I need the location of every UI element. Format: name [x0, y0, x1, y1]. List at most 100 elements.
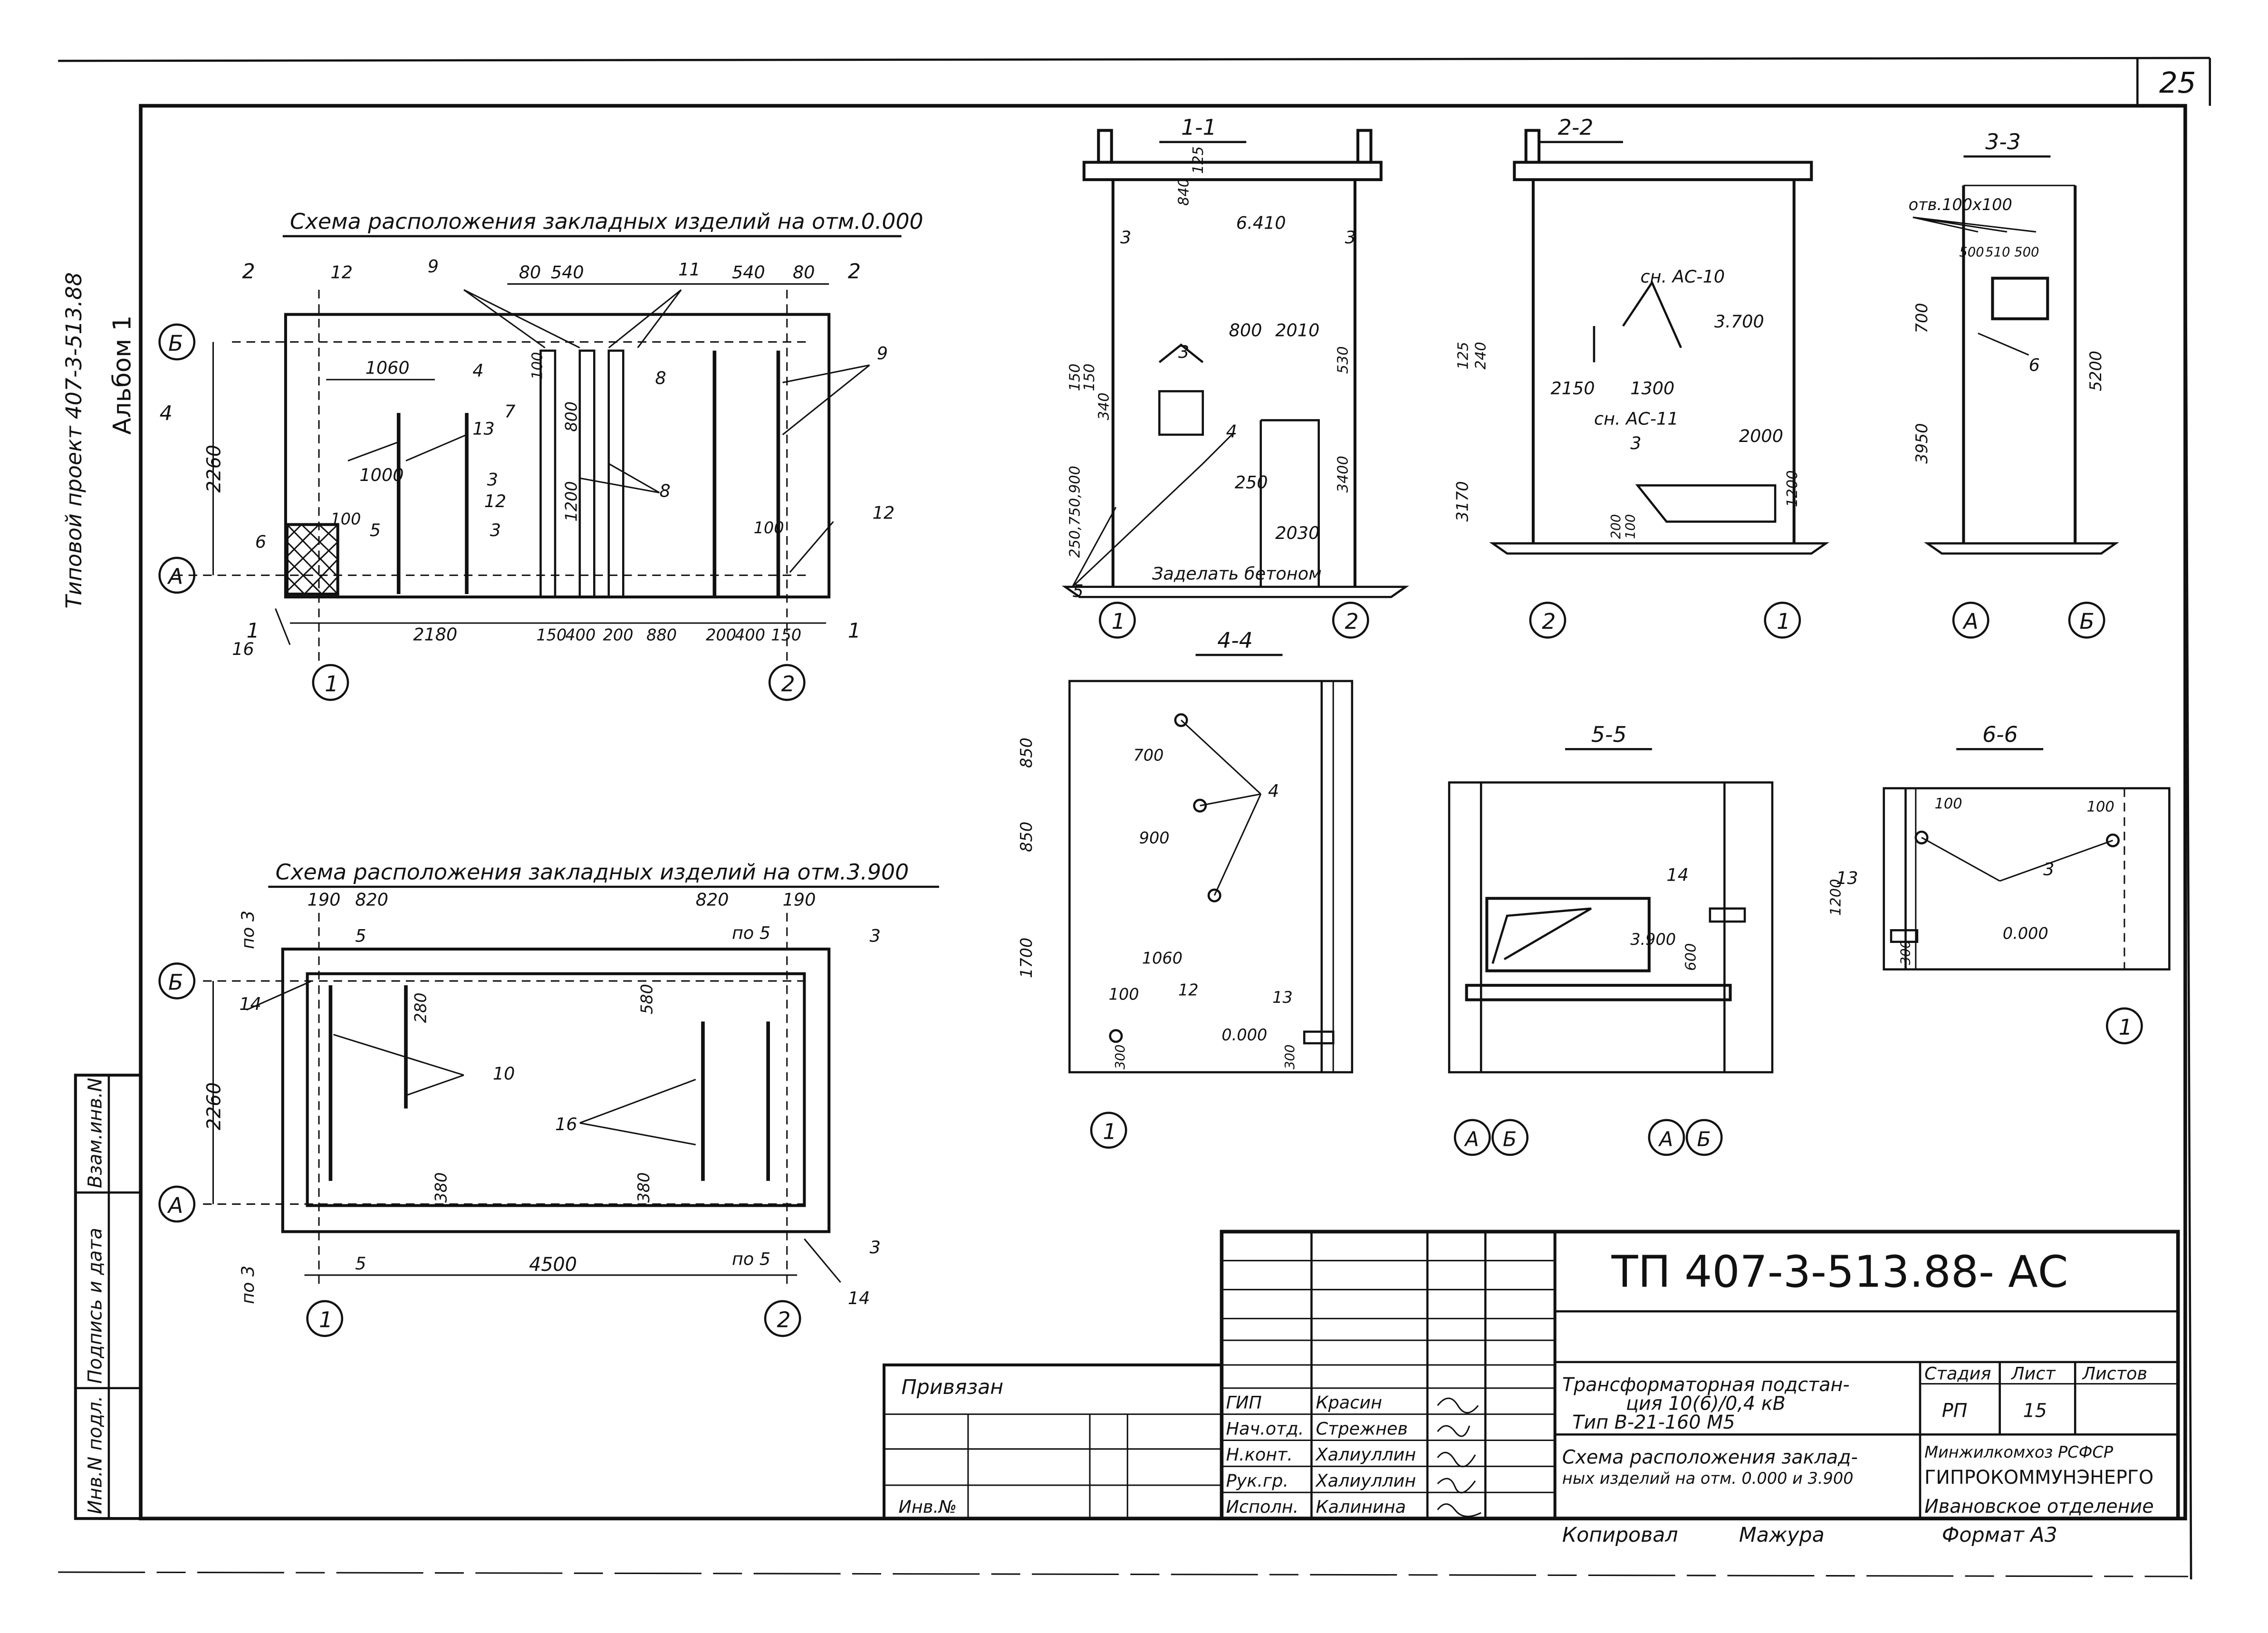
sec55-label: 600 [1682, 943, 1699, 971]
plan2-mark: 5 [355, 926, 366, 946]
sec22-dim: 3170 [1453, 481, 1472, 521]
tb-sheet-title-2: ных изделий на отм. 0.000 и 3.900 [1562, 1469, 1854, 1488]
plan2-callout: 10 [493, 1063, 515, 1084]
plan1-dim-top: 540 [732, 262, 765, 282]
sec66-label: 100 [2087, 798, 2114, 815]
plan1-callout: 5 [370, 520, 381, 540]
stamp-vzam-inv: Взам.инв.N [85, 1078, 106, 1188]
plan2-axis-b-label: Б [168, 970, 183, 995]
tb-org-2: ГИПРОКОММУНЭНЕРГО [1924, 1467, 2153, 1489]
tb-name: Стрежнев [1316, 1418, 1408, 1439]
plan2-dim-2260: 2260 [203, 1082, 225, 1130]
tb-sheet-title-1: Схема расположения заклад- [1562, 1446, 1858, 1468]
sec33-axis-a: А [1962, 609, 1978, 634]
plan2-mark: 5 [355, 1253, 366, 1274]
sec11-label: 3 [1345, 227, 1356, 248]
sec22-dim: 100 [1623, 514, 1638, 539]
album-text: Альбом 1 [108, 315, 137, 434]
plan1-dim-bottom: 200 [603, 626, 634, 644]
plan1-dim-top: 80 [519, 262, 541, 282]
plan2-mark: по 3 [238, 911, 258, 949]
plan2-mark: по 5 [732, 1249, 770, 1269]
sec11-dim: 150 [1067, 364, 1084, 391]
tb-description-3: Тип В-21-160 М5 [1572, 1412, 1735, 1433]
sec22-title: 2-2 [1558, 115, 1594, 140]
sec66-label: 100 [1934, 796, 1962, 812]
sec66-axis-1: 1 [2119, 1015, 2133, 1040]
stamp-signature-date: Подпись и дата [85, 1228, 106, 1383]
plan1-callout: 100 [330, 510, 361, 528]
plan1-callout: 9 [877, 343, 888, 364]
sec33-dim: 3950 [1912, 423, 1931, 463]
plan1-mark-2-left: 2 [242, 259, 255, 283]
tb-description-2: ция 10(6)/0,4 кВ [1626, 1393, 1786, 1414]
plan1-dim: 1000 [359, 465, 404, 485]
sec11-label: 2010 [1275, 320, 1319, 340]
sec11-dim: 3400 [1335, 456, 1352, 493]
section-3-3: 3-3 отв.100х100 6 500 510 500 700 3950 5… [1909, 129, 2119, 639]
tb-inv: Инв.№ [899, 1497, 957, 1517]
tb-name: Калинина [1316, 1497, 1406, 1517]
plan2-callout: 14 [848, 1288, 870, 1308]
sec66-label: 13 [1836, 868, 1858, 888]
plan2-title: Схема расположения закладных изделий на … [276, 860, 909, 885]
plan1-mark-2-right: 2 [848, 259, 861, 283]
plan2-dim: 580 [637, 984, 656, 1014]
plan1-dim-top: 80 [793, 262, 815, 282]
plan1-dim: 1200 [562, 481, 581, 521]
plan1-axis-b [158, 323, 196, 361]
plan1-dim-bottom: 200 [706, 626, 736, 644]
sec11-label: 5 [1072, 581, 1083, 601]
sec44-title: 4-4 [1217, 628, 1253, 653]
sec44-label: 100 [1109, 985, 1139, 1004]
sec66-label: 0.000 [2003, 924, 2048, 943]
tb-copier: Мажура [1739, 1523, 1825, 1547]
plan2-axis-b [158, 962, 196, 999]
side-stamp: Инв.N подл. Подпись и дата Взам.инв.N [74, 1074, 143, 1520]
tb-role: ГИП [1226, 1392, 1262, 1412]
tb-sheet-header: Лист [2010, 1363, 2056, 1383]
sec11-label: 800 [1229, 320, 1262, 340]
plan1-callout: 16 [232, 639, 254, 659]
plan1-callout: 6 [255, 531, 266, 552]
tb-format: Формат А3 [1942, 1523, 2057, 1547]
tb-org-3: Ивановское отделение [1924, 1496, 2154, 1518]
sec22-axis-2: 2 [1542, 609, 1556, 634]
section-4-4: 4-4 700 900 4 1060 100 12 13 0.000 850 8… [1017, 628, 1354, 1149]
plan1-title: Схема расположения закладных изделий на … [290, 209, 923, 234]
plan1-callout: 12 [873, 502, 895, 523]
plan1-callout: 12 [484, 491, 507, 511]
sec55-axis: А [1464, 1128, 1479, 1152]
plan2-axis-2-label: 2 [777, 1307, 790, 1333]
plan1-callout: 7 [504, 401, 515, 422]
tb-role: Н.конт. [1226, 1444, 1293, 1465]
plan2-callout: 16 [555, 1114, 577, 1134]
sec44-label: 13 [1272, 988, 1293, 1007]
plan2-axis-2 [764, 1300, 801, 1337]
tb-description-1: Трансформаторная подстан- [1562, 1374, 1850, 1396]
plan2-dim-top: 820 [696, 890, 729, 910]
sec11-label: 2030 [1275, 523, 1319, 543]
plan1-callout: 4 [472, 361, 483, 381]
tb-sheets-header: Листов [2081, 1363, 2147, 1383]
sec22-label: 1300 [1630, 378, 1674, 398]
plan2-dim: 380 [432, 1172, 450, 1203]
sec33-label: 500 [1959, 245, 1984, 260]
sec11-label: 4 [1226, 422, 1237, 442]
plan1-mark-4: 4 [160, 402, 173, 425]
plan1-dim: 800 [562, 402, 581, 432]
sec44-dim: 300 [1283, 1045, 1297, 1069]
sec11-axis-2: 2 [1345, 609, 1359, 634]
plan2-dim: 380 [634, 1172, 653, 1203]
sec11-dim: 250,750,900 [1067, 466, 1084, 558]
plan1-callout: 12 [330, 262, 353, 282]
plan1-mark-1-right: 1 [848, 619, 861, 643]
plan2-outer [281, 947, 831, 1233]
tb-stage-header: Стадия [1924, 1363, 1991, 1383]
sec66-label: 1200 [1827, 879, 1844, 916]
plan1-dim-bottom: 400 [565, 626, 596, 644]
sec33-opening [1991, 277, 2049, 320]
sec44-axis-1: 1 [1103, 1119, 1116, 1144]
plan2-mark: 3 [870, 1237, 881, 1258]
plan1-dim-bottom: 2180 [413, 624, 457, 645]
